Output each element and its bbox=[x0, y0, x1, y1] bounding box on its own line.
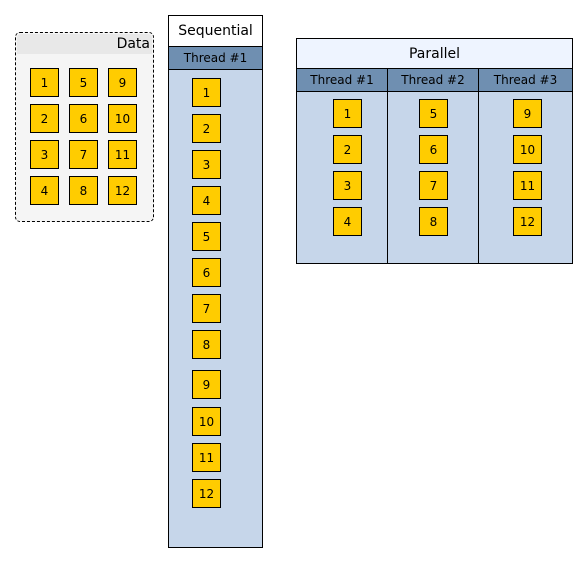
data-panel: Data 1 2 3 4 5 6 7 8 9 10 11 12 bbox=[15, 32, 154, 222]
data-panel-title: Data bbox=[116, 36, 150, 52]
sequential-item: 12 bbox=[192, 479, 221, 508]
parallel-thread-label: Thread #2 bbox=[401, 73, 465, 87]
data-item: 8 bbox=[69, 176, 98, 205]
parallel-item: 2 bbox=[333, 135, 362, 164]
parallel-item: 3 bbox=[333, 171, 362, 200]
data-panel-header: Data bbox=[17, 34, 152, 54]
sequential-item: 5 bbox=[192, 222, 221, 251]
data-item: 4 bbox=[30, 176, 59, 205]
data-item: 5 bbox=[69, 68, 98, 97]
sequential-item: 7 bbox=[192, 294, 221, 323]
sequential-item: 2 bbox=[192, 114, 221, 143]
data-item: 6 bbox=[69, 104, 98, 133]
sequential-item: 9 bbox=[192, 370, 221, 399]
parallel-thread-label: Thread #3 bbox=[493, 73, 558, 87]
sequential-item: 6 bbox=[192, 258, 221, 287]
parallel-item: 8 bbox=[419, 207, 448, 236]
parallel-item: 10 bbox=[513, 135, 542, 164]
sequential-item: 10 bbox=[192, 407, 221, 436]
parallel-item: 11 bbox=[513, 171, 542, 200]
sequential-title: Sequential bbox=[169, 16, 262, 46]
parallel-thread-header-row: Thread #1 Thread #2 Thread #3 bbox=[297, 68, 572, 92]
data-item: 11 bbox=[108, 140, 137, 169]
data-item: 9 bbox=[108, 68, 137, 97]
parallel-panel: Parallel Thread #1 Thread #2 Thread #3 1… bbox=[296, 38, 573, 264]
data-item: 3 bbox=[30, 140, 59, 169]
parallel-title: Parallel bbox=[297, 39, 572, 68]
data-item: 7 bbox=[69, 140, 98, 169]
data-item: 10 bbox=[108, 104, 137, 133]
sequential-thread-label: Thread #1 bbox=[169, 46, 262, 70]
parallel-column-divider bbox=[387, 68, 388, 263]
parallel-column-divider bbox=[478, 68, 479, 263]
parallel-item: 4 bbox=[333, 207, 362, 236]
sequential-item: 4 bbox=[192, 186, 221, 215]
parallel-item: 7 bbox=[419, 171, 448, 200]
parallel-item: 9 bbox=[513, 99, 542, 128]
sequential-panel: Sequential Thread #1 1 2 3 4 5 6 7 8 9 1… bbox=[168, 15, 263, 548]
data-item: 1 bbox=[30, 68, 59, 97]
parallel-thread-label: Thread #1 bbox=[310, 73, 374, 87]
data-item: 2 bbox=[30, 104, 59, 133]
sequential-item: 11 bbox=[192, 443, 221, 472]
parallel-item: 5 bbox=[419, 99, 448, 128]
parallel-item: 12 bbox=[513, 207, 542, 236]
data-item: 12 bbox=[108, 176, 137, 205]
parallel-item: 6 bbox=[419, 135, 448, 164]
sequential-item: 3 bbox=[192, 150, 221, 179]
sequential-item: 1 bbox=[192, 78, 221, 107]
parallel-item: 1 bbox=[333, 99, 362, 128]
sequential-item: 8 bbox=[192, 330, 221, 359]
